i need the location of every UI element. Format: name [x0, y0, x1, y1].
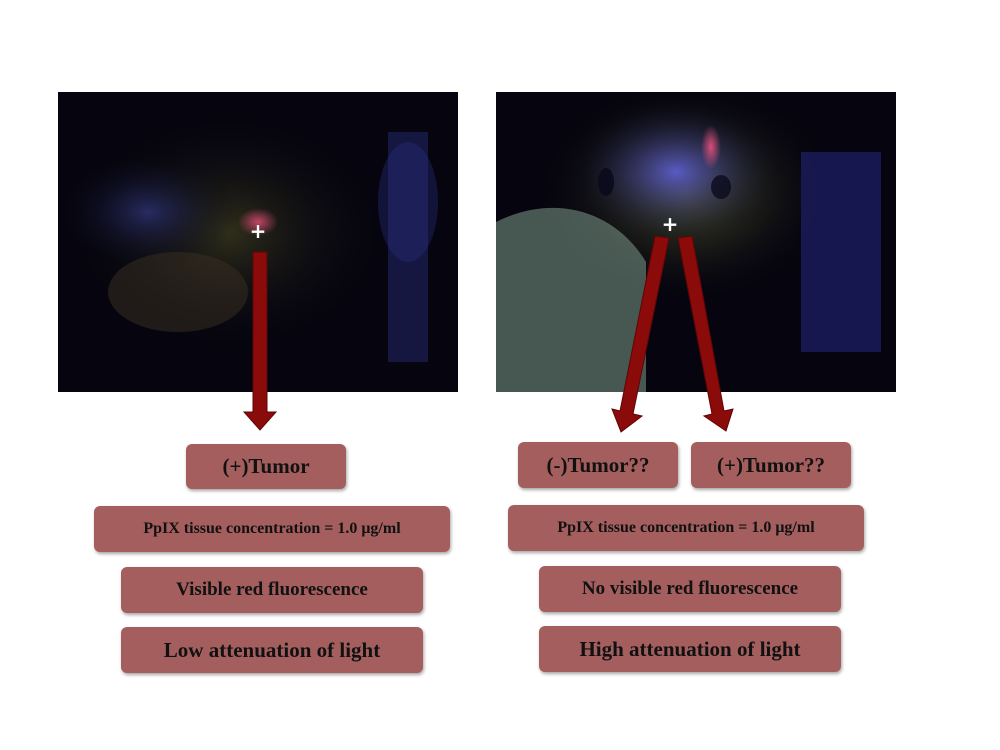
crosshair-right-marker: +	[661, 212, 679, 236]
tumor-positive-label-left: (+)Tumor	[186, 444, 346, 489]
concentration-label-right: PpIX tissue concentration = 1.0 μg/ml	[508, 505, 864, 551]
fluorescence-label-right: No visible red fluorescence	[539, 566, 841, 612]
fluorescence-image-left	[58, 92, 458, 392]
tumor-negative-label-right: (-)Tumor??	[518, 442, 678, 488]
fluorescence-image-right	[496, 92, 896, 392]
concentration-label-left: PpIX tissue concentration = 1.0 μg/ml	[94, 506, 450, 552]
fluorescence-label-left: Visible red fluorescence	[121, 567, 423, 613]
attenuation-label-right: High attenuation of light	[539, 626, 841, 672]
attenuation-label-left: Low attenuation of light	[121, 627, 423, 673]
tumor-positive-label-right: (+)Tumor??	[691, 442, 851, 488]
crosshair-left-marker: +	[249, 219, 267, 243]
